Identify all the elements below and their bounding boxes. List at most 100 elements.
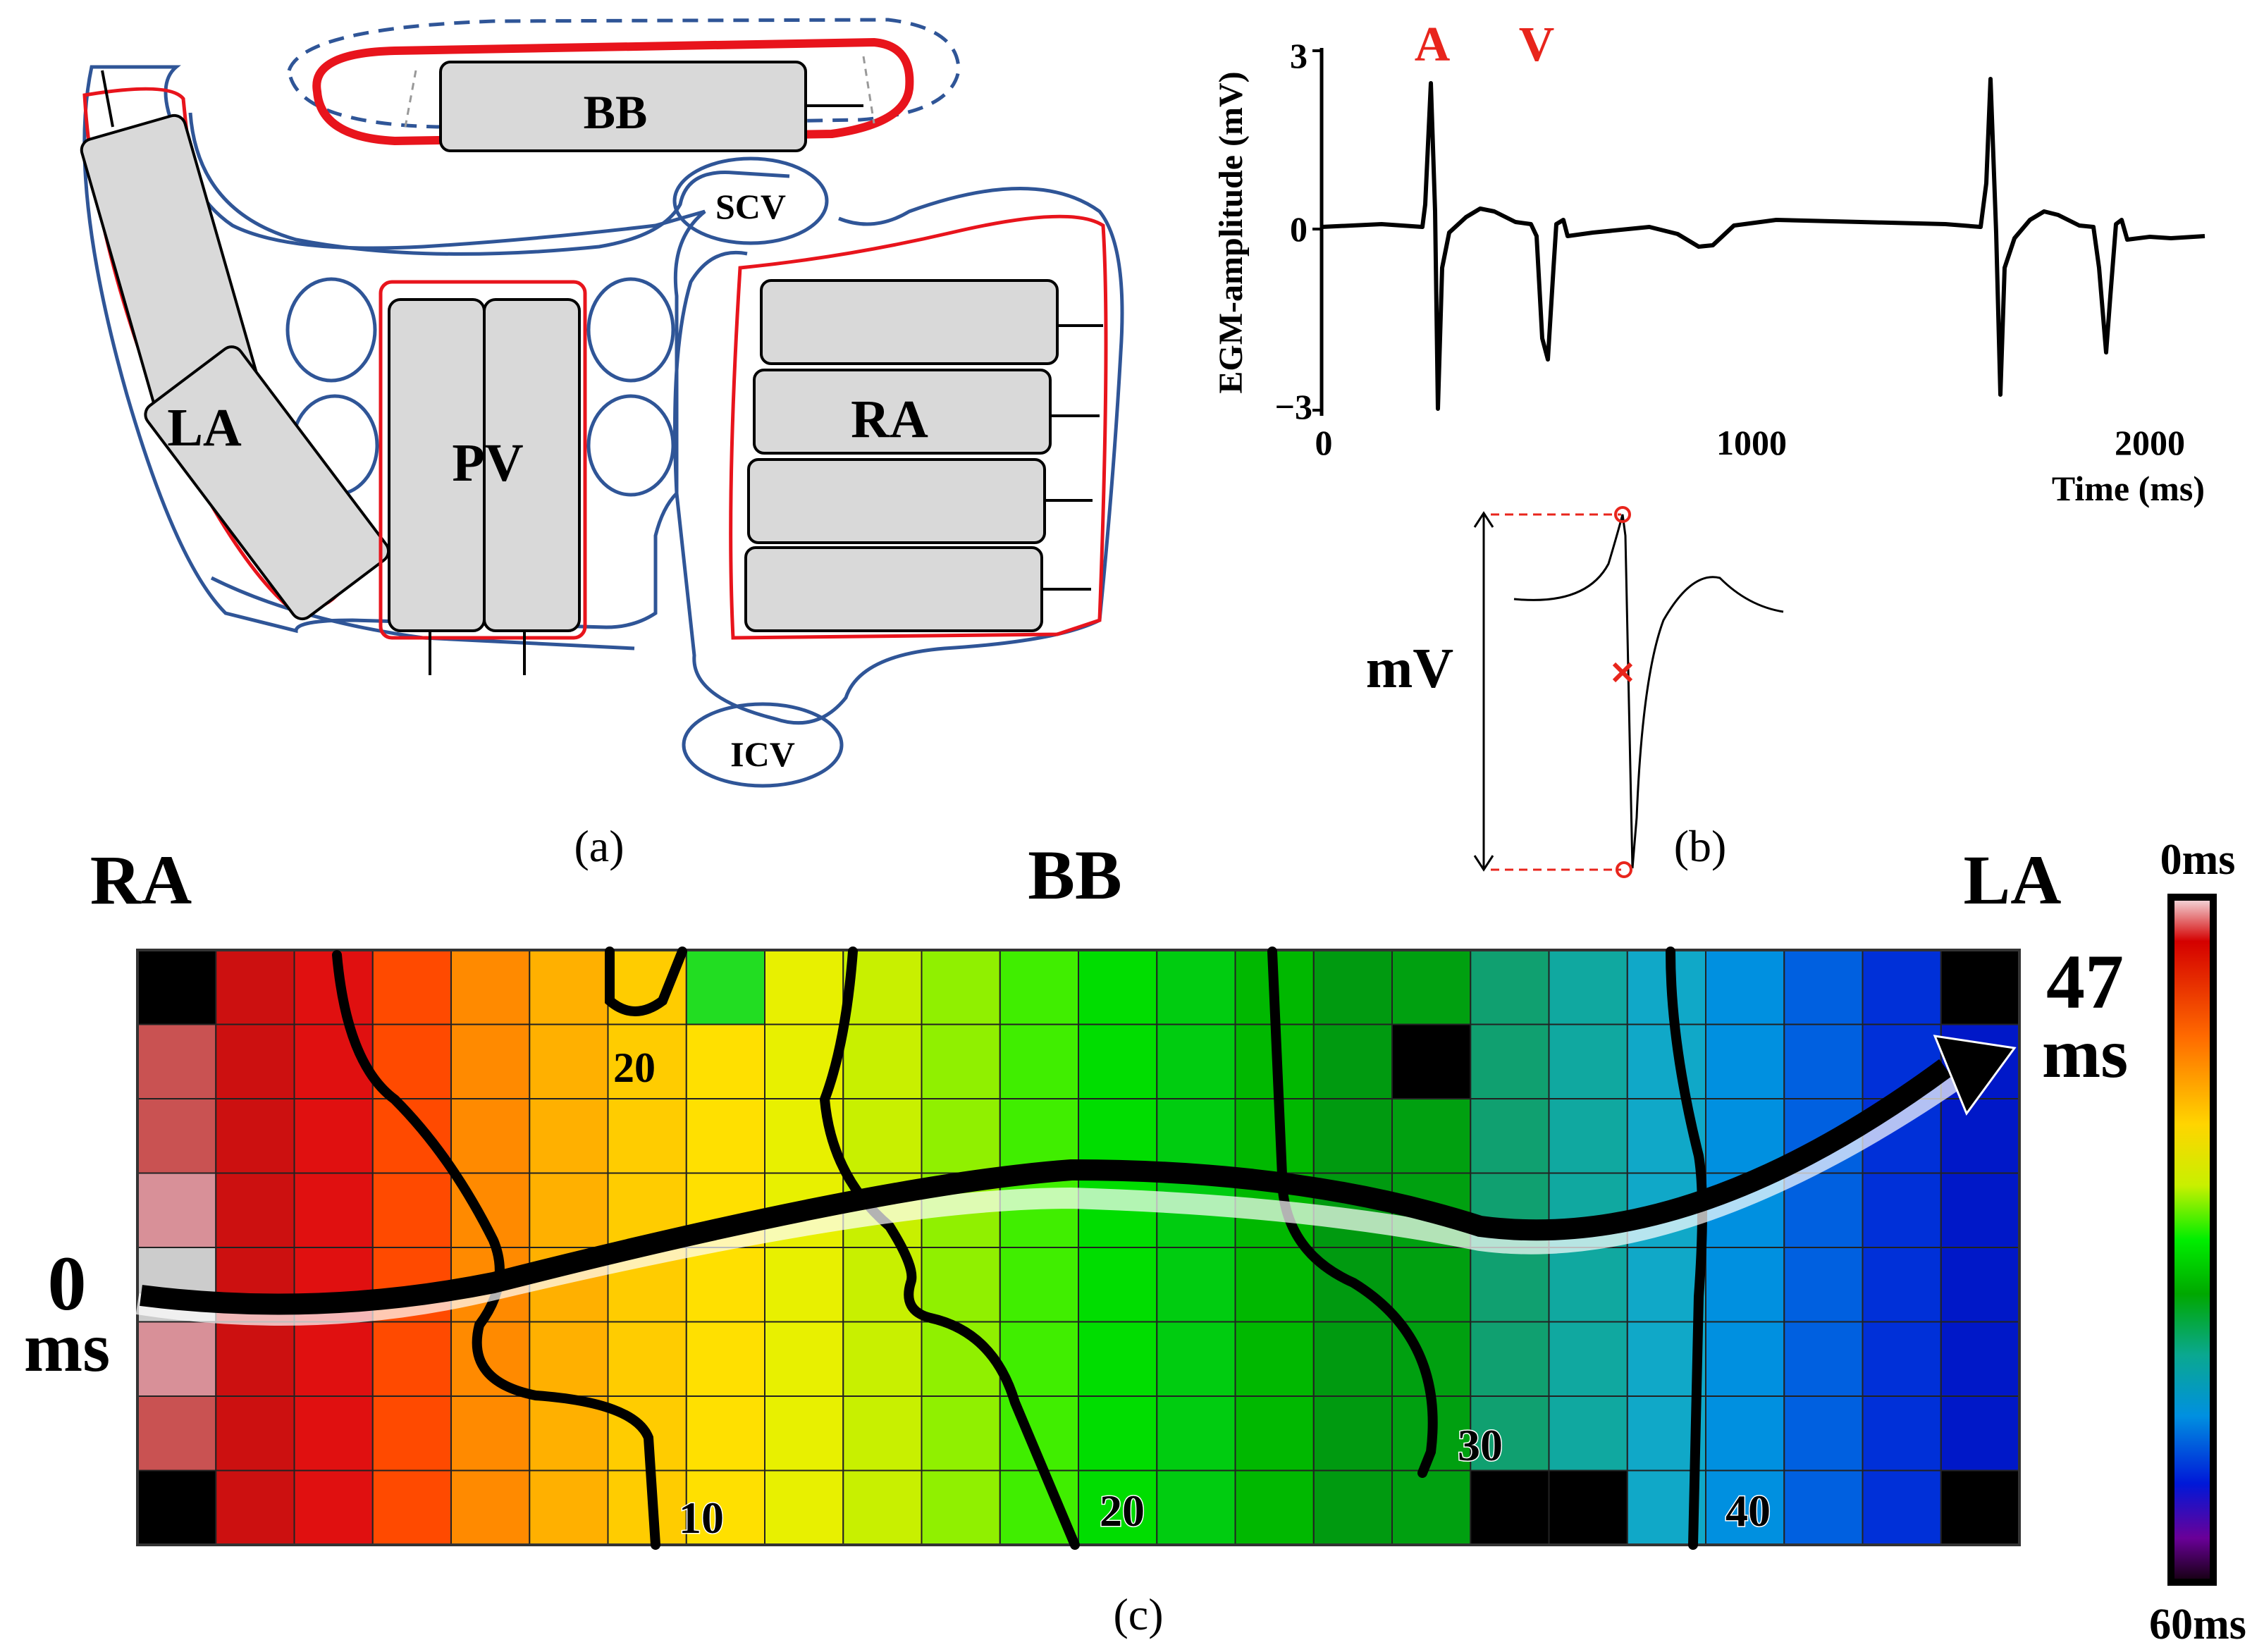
anatomy-diagram: BB SCV ICV LA PV: [80, 18, 1124, 871]
grid-cell: [1862, 1395, 1942, 1472]
grid-cell: [529, 1321, 609, 1397]
pv-ostium-1: [285, 277, 377, 383]
grid-cell: [1156, 1098, 1236, 1174]
isochrone-label-10: 10: [679, 1493, 724, 1543]
y-axis-label: EGM-amplitude (mV): [1212, 71, 1250, 393]
la-side-label: LA: [1964, 841, 2062, 919]
grid-cell: [1783, 949, 1864, 1025]
grid-cell: [764, 1321, 844, 1397]
isochrone-10: [332, 950, 660, 1550]
grid-cell: [293, 1321, 374, 1397]
grid-cell: [1862, 1172, 1942, 1248]
grid-cell: [1940, 1395, 2021, 1472]
grid-cell: [1312, 949, 1394, 1025]
grid-cell: [1783, 1321, 1864, 1397]
grid-cell: [921, 949, 1001, 1025]
grid-cell: [215, 1098, 295, 1174]
start-time-unit: ms: [24, 1308, 110, 1386]
isochrone-label-20: 20: [1100, 1486, 1145, 1536]
scv-vessel: [672, 156, 829, 245]
grid-cell: [1548, 1469, 1628, 1546]
electrogram-panel: A V 3 0 −3 EGM-amplitude (mV) 0 1000 200…: [1212, 18, 2205, 878]
isochrone-label-30: 30: [1458, 1420, 1503, 1470]
ventricular-marker: V: [1519, 18, 1555, 72]
grid-cell: [1862, 1321, 1942, 1397]
grid-cell: [921, 1469, 1001, 1546]
grid-cell: [1705, 1469, 1785, 1546]
inset-peak-marker: [1614, 506, 1631, 523]
grid-cell: [1156, 1247, 1236, 1323]
la-label: LA: [167, 398, 242, 457]
grid-cell: [1156, 1469, 1236, 1546]
grid-cell: [1234, 1469, 1315, 1546]
ra-outline: [673, 187, 1124, 725]
isochrone-30: [1267, 947, 1438, 1478]
grid-cell: [1312, 1321, 1394, 1397]
grid-cell: [450, 1023, 531, 1099]
grid-cell: [1548, 1247, 1628, 1323]
pv-electrode-right: [483, 298, 581, 632]
grid-cell: [1783, 1247, 1864, 1323]
isochrone-20: [819, 947, 1080, 1550]
bb-label: BB: [584, 85, 648, 139]
grid-cell: [450, 949, 531, 1025]
scv-label: SCV: [715, 187, 786, 226]
grid-cell: [842, 1023, 923, 1099]
pv-label: PV: [452, 433, 523, 493]
grid-cell: [1078, 1469, 1158, 1546]
grid-cell: [764, 1247, 844, 1323]
grid-cell: [842, 1469, 923, 1546]
grid-cell: [921, 1247, 1001, 1323]
inset-trough-marker: [1616, 861, 1632, 878]
electrode-grid: [137, 949, 2021, 1546]
ra-electrode-2: [753, 369, 1052, 455]
inset-unit-label: mV: [1366, 638, 1453, 700]
grid-cell: [607, 1023, 687, 1099]
grid-cell: [450, 1395, 531, 1472]
propagation-arrowhead: [1933, 1035, 2017, 1116]
grid-cell: [999, 1247, 1080, 1323]
grid-cell: [1312, 1247, 1394, 1323]
grid-cell: [371, 1395, 453, 1472]
grid-cell: [215, 1469, 295, 1546]
bb-guide-2: [862, 56, 875, 124]
x-axis-label: Time (ms): [2052, 469, 2205, 508]
grid-cell: [1783, 1395, 1864, 1472]
grid-cell: [1548, 1395, 1628, 1472]
grid-cell: [371, 1172, 453, 1248]
pv-red-outline: [379, 280, 587, 640]
grid-cell: [1626, 1247, 1707, 1323]
bb-red-outline: [312, 37, 914, 146]
y-tick-label-0: 0: [1290, 209, 1308, 249]
isochrone-lines: [332, 947, 1707, 1550]
grid-cell: [842, 1321, 923, 1397]
la-lead-1: [101, 70, 114, 128]
grid-cell: [529, 1469, 609, 1546]
grid-cell: [1078, 949, 1158, 1025]
x-tick-label-2000: 2000: [2115, 423, 2185, 462]
grid-cell: [450, 1098, 531, 1174]
grid-cell: [1391, 1469, 1472, 1546]
start-time-value: 0: [48, 1240, 87, 1326]
colorbar: [2174, 901, 2210, 1579]
bb-guide-1: [404, 70, 417, 128]
propagation-arrow: [140, 1059, 1952, 1315]
grid-cell: [1391, 1247, 1472, 1323]
end-time-value: 47: [2046, 939, 2124, 1025]
grid-cell: [1783, 1023, 1864, 1099]
grid-cell: [607, 1098, 687, 1174]
grid-cell: [1156, 1023, 1236, 1099]
x-tick-label-1000: 1000: [1716, 423, 1787, 462]
grid-cell: [215, 1023, 295, 1099]
grid-cell: [1862, 1469, 1942, 1546]
x-tick-label-0: 0: [1315, 423, 1333, 462]
grid-cell: [529, 1023, 609, 1099]
grid-cell: [371, 1321, 453, 1397]
grid-cell: [1548, 1321, 1628, 1397]
grid-cell: [1312, 1023, 1394, 1099]
grid-cell: [215, 949, 295, 1025]
grid-cell: [685, 1023, 766, 1099]
icv-label: ICV: [730, 734, 795, 774]
pv-ostium-3: [586, 277, 675, 383]
